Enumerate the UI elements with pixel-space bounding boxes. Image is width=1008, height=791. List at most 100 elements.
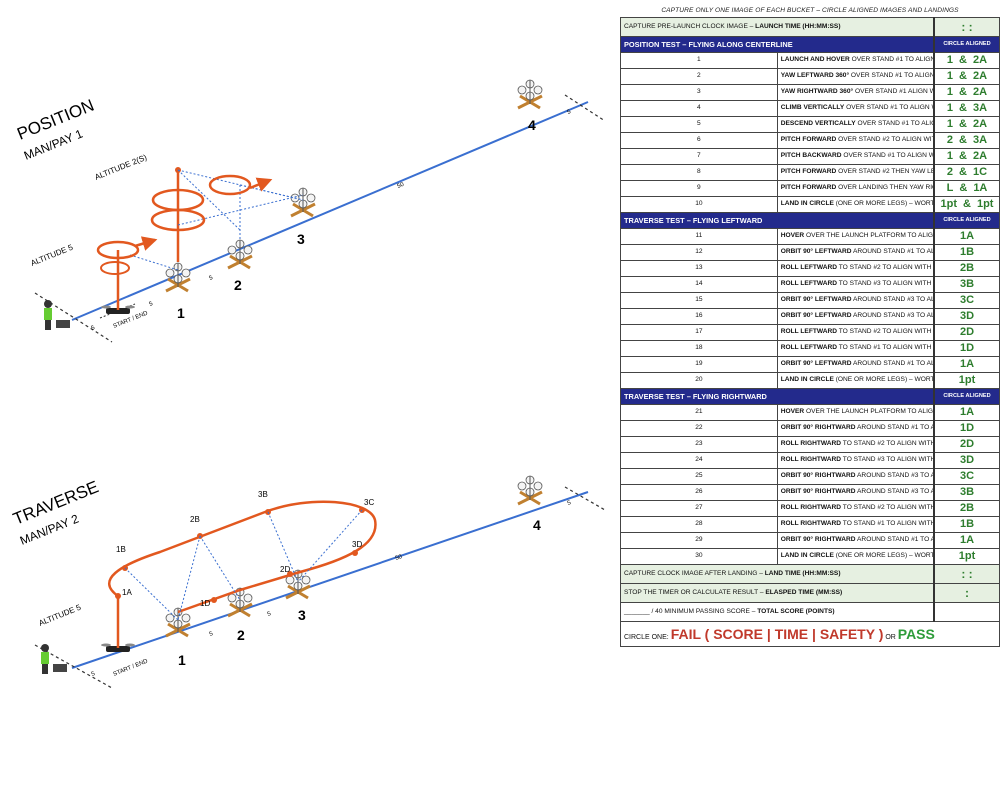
step-instruction: ROLL LEFTWARD TO STAND #1 TO ALIGN WITH: [776, 340, 935, 357]
step-alignment[interactable]: L&1A: [933, 180, 1000, 197]
step-number: 5: [620, 116, 778, 133]
alignment-amp: &: [959, 86, 967, 98]
step-alignment[interactable]: 1&3A: [933, 100, 1000, 117]
position-stand-4-icon: [516, 78, 544, 110]
step-number: 29: [620, 532, 778, 549]
step-action: ROLL LEFTWARD: [780, 344, 838, 352]
score-sheet: CAPTURE ONLY ONE IMAGE OF EACH BUCKET – …: [620, 5, 1000, 647]
total-score-value[interactable]: [933, 602, 1000, 622]
fail-option[interactable]: FAIL ( SCORE | TIME | SAFETY ): [670, 626, 884, 642]
step-alignment[interactable]: 1&2A: [933, 52, 1000, 69]
circle-one-label: CIRCLE ONE:: [624, 634, 671, 641]
step-alignment[interactable]: 2D: [933, 436, 1000, 453]
position-pilot-icon: [44, 300, 70, 330]
position-centerline: [71, 101, 589, 321]
alignment-a[interactable]: 1: [946, 54, 954, 66]
alignment-b[interactable]: 2A: [973, 54, 988, 66]
step-number: 12: [620, 244, 778, 261]
step-action: ROLL RIGHTWARD: [780, 504, 842, 512]
step-number: 15: [620, 292, 778, 309]
step-alignment[interactable]: 3C: [933, 292, 1000, 309]
alignment-b[interactable]: 3A: [973, 102, 988, 114]
alignment-a[interactable]: 1: [946, 70, 954, 82]
alignment-a[interactable]: 1pt: [940, 198, 958, 210]
result-row: CIRCLE ONE: FAIL ( SCORE | TIME | SAFETY…: [620, 621, 1000, 647]
step-number: 2: [620, 68, 778, 85]
position-dist-c: 5: [209, 275, 215, 282]
alignment-b[interactable]: 3A: [973, 134, 988, 146]
step-alignment[interactable]: 1A: [933, 228, 1000, 245]
alignment-a[interactable]: 2: [946, 166, 954, 178]
step-alignment[interactable]: 1pt&1pt: [933, 196, 1000, 213]
alignment-b[interactable]: 2A: [973, 86, 988, 98]
launch-time-value[interactable]: : :: [933, 17, 1000, 37]
step-action: ORBIT 90° RIGHTWARD: [780, 536, 856, 544]
step-alignment[interactable]: 1A: [933, 404, 1000, 421]
step-number: 10: [620, 196, 778, 213]
step-alignment[interactable]: 1A: [933, 356, 1000, 373]
traverse-pt-1b: 1B: [116, 545, 126, 554]
pass-option[interactable]: PASS: [897, 626, 935, 642]
position-circle-aligned: CIRCLE ALIGNED: [933, 36, 1000, 53]
step-alignment[interactable]: 1&2A: [933, 116, 1000, 133]
step-alignment[interactable]: 1pt: [933, 548, 1000, 565]
step-detail: AROUND STAND #3 TO ALIGN WITH: [857, 488, 933, 496]
step-alignment[interactable]: 3D: [933, 452, 1000, 469]
step-alignment[interactable]: 3B: [933, 484, 1000, 501]
step-number: 19: [620, 356, 778, 373]
alignment-a[interactable]: 1: [946, 86, 954, 98]
step-alignment[interactable]: 1&2A: [933, 84, 1000, 101]
step-action: PITCH FORWARD: [780, 168, 837, 176]
land-time-value[interactable]: : :: [933, 564, 1000, 584]
step-detail: TO STAND #1 TO ALIGN WITH: [837, 344, 932, 352]
alignment-amp: &: [959, 166, 967, 178]
step-action: ORBIT 90° LEFTWARD: [780, 312, 852, 320]
alignment-b[interactable]: 1A: [973, 182, 988, 194]
step-alignment[interactable]: 1&2A: [933, 148, 1000, 165]
step-alignment[interactable]: 1D: [933, 420, 1000, 437]
step-alignment[interactable]: 3D: [933, 308, 1000, 325]
step-alignment[interactable]: 2B: [933, 260, 1000, 277]
alignment-b[interactable]: 2A: [973, 150, 988, 162]
alignment-a[interactable]: 1: [946, 102, 954, 114]
step-instruction: LAND IN CIRCLE (ONE OR MORE LEGS) – WORT…: [776, 548, 935, 565]
step-number: 27: [620, 500, 778, 517]
alignment-a[interactable]: L: [946, 182, 954, 194]
step-alignment[interactable]: 2D: [933, 324, 1000, 341]
step-instruction: ORBIT 90° RIGHTWARD AROUND STAND #1 TO A…: [776, 532, 935, 549]
step-number: 26: [620, 484, 778, 501]
step-alignment[interactable]: 1&2A: [933, 68, 1000, 85]
traverse-stand-1-label: 1: [178, 652, 186, 668]
result-cell: CIRCLE ONE: FAIL ( SCORE | TIME | SAFETY…: [620, 621, 1000, 647]
step-alignment[interactable]: 1B: [933, 516, 1000, 533]
step-action: ORBIT 90° RIGHTWARD: [780, 488, 856, 496]
step-instruction: ROLL LEFTWARD TO STAND #2 TO ALIGN WITH: [776, 260, 935, 277]
position-header-label: POSITION TEST – FLYING ALONG CENTERLINE: [620, 36, 935, 53]
score-table: CAPTURE PRE-LAUNCH CLOCK IMAGE – LAUNCH …: [620, 17, 1000, 647]
alignment-a[interactable]: 1: [946, 150, 954, 162]
elapsed-time-value[interactable]: :: [933, 583, 1000, 603]
step-alignment[interactable]: 2&3A: [933, 132, 1000, 149]
alignment-b[interactable]: 2A: [973, 118, 988, 130]
step-alignment[interactable]: 1pt: [933, 372, 1000, 389]
step-alignment[interactable]: 3C: [933, 468, 1000, 485]
step-alignment[interactable]: 1B: [933, 244, 1000, 261]
alignment-a[interactable]: 1: [946, 118, 954, 130]
step-alignment[interactable]: 3B: [933, 276, 1000, 293]
step-alignment[interactable]: 1D: [933, 340, 1000, 357]
alignment-b[interactable]: 2A: [973, 70, 988, 82]
step-alignment[interactable]: 2&1C: [933, 164, 1000, 181]
alignment-b[interactable]: 1C: [973, 166, 988, 178]
alignment-a[interactable]: 2: [946, 134, 954, 146]
position-stand-1-label: 1: [177, 305, 185, 321]
step-alignment[interactable]: 1A: [933, 532, 1000, 549]
step-alignment[interactable]: 2B: [933, 500, 1000, 517]
alignment-b[interactable]: 1pt: [976, 198, 994, 210]
